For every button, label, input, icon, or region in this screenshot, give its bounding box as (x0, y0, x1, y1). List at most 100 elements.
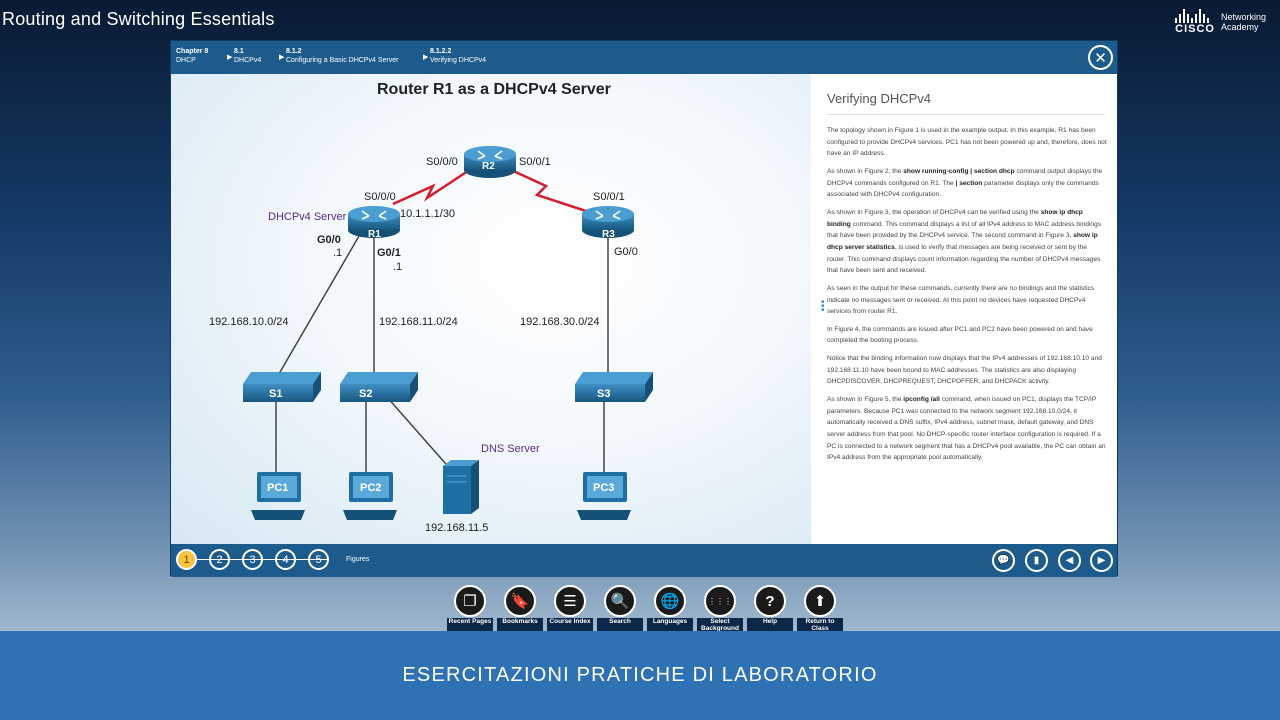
breadcrumb-arrow-icon: ▶ (423, 54, 429, 61)
r2-s001-label: S0/0/1 (519, 156, 551, 168)
r3-s001-label: S0/0/1 (593, 191, 625, 203)
return-icon: ⬆ (804, 585, 836, 617)
figure-tab-2[interactable]: 2 (209, 549, 230, 570)
select-background-button[interactable]: ⋮⋮⋮ Select Background (697, 585, 743, 631)
r2-name: R2 (482, 161, 495, 172)
paragraph: The topology shown in Figure 1 is used i… (827, 127, 1107, 158)
dns-server-ip: 192.168.11.5 (425, 522, 488, 534)
s2-name: S2 (359, 388, 372, 400)
cisco-bars-icon (1175, 9, 1215, 23)
comment-button[interactable]: 💬 (992, 549, 1015, 572)
brand-line2: Academy (1220, 22, 1259, 32)
switch-s1-icon (243, 372, 321, 402)
figure-tab-5[interactable]: 5 (308, 549, 329, 570)
figure-area: Router R1 as a DHCPv4 Server (171, 74, 811, 544)
r3-name: R3 (602, 229, 615, 240)
router-r1-icon (348, 206, 400, 238)
network-2-label: 192.168.11.0/24 (379, 316, 458, 328)
breadcrumb-arrow-icon: ▶ (279, 54, 285, 61)
serial-links (392, 167, 590, 214)
bottom-dock: ❐ Recent Pages 🔖 Bookmarks ☰ Course Inde… (447, 585, 843, 631)
pc1-name: PC1 (267, 482, 288, 494)
dns-server-icon (443, 460, 479, 514)
switch-s2-icon (340, 372, 418, 402)
close-icon: ✕ (1094, 49, 1107, 67)
bookmark-button[interactable]: ▮ (1025, 549, 1048, 572)
r1-g01-label: G0/1 (377, 247, 401, 259)
return-to-class-button[interactable]: ⬆ Return to Class (797, 585, 843, 631)
figure-tab-1[interactable]: 1 (176, 549, 197, 570)
panel-divider (827, 114, 1105, 115)
pc1-icon (251, 472, 305, 520)
bookmark-icon: 🔖 (504, 585, 536, 617)
help-icon: ? (754, 585, 786, 617)
course-index-button[interactable]: ☰ Course Index (547, 585, 593, 631)
pc3-icon (577, 472, 631, 520)
r1-g00-label: G0/0 (317, 234, 341, 246)
cisco-networking-academy-logo: CISCO Networking Academy (1175, 9, 1266, 35)
figure-tab-4[interactable]: 4 (275, 549, 296, 570)
recent-pages-button[interactable]: ❐ Recent Pages (447, 585, 493, 631)
paragraph: As shown in Figure 5, the ipconfig /all … (827, 395, 1106, 462)
recent-pages-icon: ❐ (454, 585, 486, 617)
close-button[interactable]: ✕ (1088, 45, 1113, 70)
languages-button[interactable]: 🌐 Languages (647, 585, 693, 631)
switch-s3-icon (575, 372, 653, 402)
app-title: Routing and Switching Essentials (2, 9, 275, 29)
r1-s000-label: S0/0/0 (364, 191, 396, 203)
course-index-icon: ☰ (554, 585, 586, 617)
banner-text: ESERCITAZIONI PRATICHE DI LABORATORIO (402, 664, 878, 686)
search-button[interactable]: 🔍 Search (597, 585, 643, 631)
pc2-icon (343, 472, 397, 520)
more-options-icon[interactable]: ••• (821, 297, 825, 316)
router-r2-icon (464, 146, 516, 178)
bookmarks-button[interactable]: 🔖 Bookmarks (497, 585, 543, 631)
breadcrumb-arrow-icon: ▶ (227, 54, 233, 61)
panel-title: Verifying DHCPv4 (827, 91, 932, 106)
s1-name: S1 (269, 388, 282, 400)
languages-icon: 🌐 (654, 585, 686, 617)
paragraph: As seen in the output for these commands… (827, 284, 1095, 316)
pc3-name: PC3 (593, 482, 614, 494)
figure-tab-3[interactable]: 3 (242, 549, 263, 570)
next-button[interactable]: ▶ (1090, 549, 1113, 572)
pc2-name: PC2 (360, 482, 381, 494)
next-arrow-icon: ▶ (1097, 555, 1106, 566)
paragraph: In Figure 4, the commands are issued aft… (827, 325, 1093, 345)
help-button[interactable]: ? Help (747, 585, 793, 631)
network-topology: S0/0/0 S0/0/1 R2 S0/0/0 10.1.1.1/30 DHCP… (209, 146, 653, 534)
select-background-icon: ⋮⋮⋮ (704, 585, 736, 617)
figures-label: Figures (346, 556, 370, 563)
r1-name: R1 (368, 229, 381, 240)
search-icon: 🔍 (604, 585, 636, 617)
paragraph: Notice that the binding information now … (827, 354, 1102, 386)
paragraph: As shown in Figure 3, the operation of D… (827, 208, 1101, 275)
paragraph: As shown in Figure 2, the show running-c… (827, 167, 1103, 199)
r2-s000-label: S0/0/0 (426, 156, 458, 168)
bottom-banner: ESERCITAZIONI PRATICHE DI LABORATORIO (0, 631, 1280, 720)
r1-g01-ip: .1 (393, 261, 402, 273)
ethernet-links (275, 223, 609, 474)
dns-server-label: DNS Server (481, 443, 540, 455)
s3-name: S3 (597, 388, 610, 400)
network-3-label: 192.168.30.0/24 (520, 316, 600, 328)
r3-g00-label: G0/0 (614, 246, 638, 258)
network-1-label: 192.168.10.0/24 (209, 316, 289, 328)
comment-icon: 💬 (997, 555, 1010, 566)
previous-button[interactable]: ◀ (1058, 549, 1081, 572)
router-r3-icon (582, 206, 634, 238)
course-footer: 1 2 3 4 5 Figures 💬 ▮ ◀ ▶ (171, 544, 1117, 577)
r1-role-label: DHCPv4 Server (268, 211, 347, 223)
r1-g00-ip: .1 (333, 247, 342, 259)
text-panel: Verifying DHCPv4 ••• The topology shown … (821, 74, 1107, 544)
r1-link-address: 10.1.1.1/30 (400, 208, 455, 220)
bookmark-icon: ▮ (1033, 555, 1040, 566)
brand-line1: Networking (1220, 12, 1266, 22)
panel-body: The topology shown in Figure 1 is used i… (827, 125, 1107, 470)
